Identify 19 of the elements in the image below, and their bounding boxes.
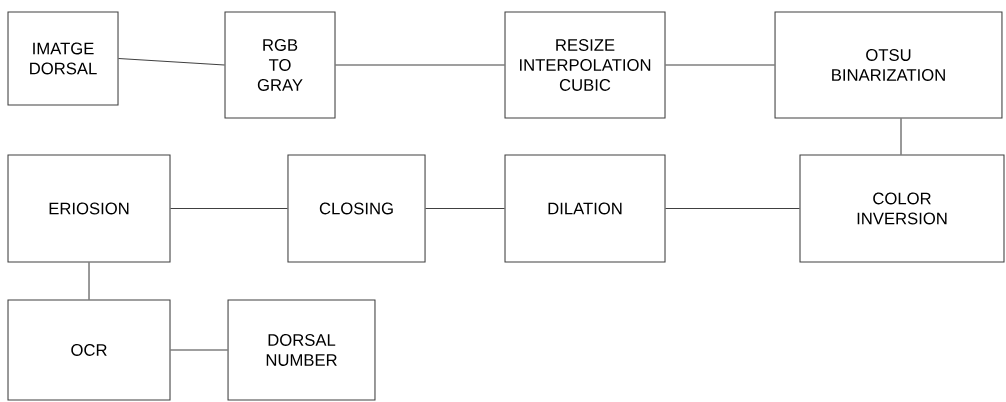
connector-line — [665, 207, 800, 210]
process-box: RGB TO GRAY — [224, 11, 336, 119]
process-box: RESIZE INTERPOLATION CUBIC — [504, 11, 666, 119]
connector-line — [170, 349, 229, 351]
connector-line — [900, 118, 902, 156]
connector-line — [118, 57, 225, 66]
process-box: IMATGE DORSAL — [7, 11, 119, 106]
connector-line — [88, 261, 90, 300]
process-box: DORSAL NUMBER — [227, 299, 376, 401]
connector-line — [665, 64, 776, 66]
process-box: DILATION — [504, 154, 666, 263]
process-box: OCR — [7, 299, 171, 401]
process-box: CLOSING — [287, 154, 426, 263]
connector-line — [335, 64, 505, 66]
connector-line — [425, 207, 505, 210]
process-box: OTSU BINARIZATION — [774, 11, 1003, 119]
connector-line — [170, 207, 288, 210]
process-box: COLOR INVERSION — [799, 154, 1005, 263]
process-box: ERIOSION — [7, 154, 171, 263]
